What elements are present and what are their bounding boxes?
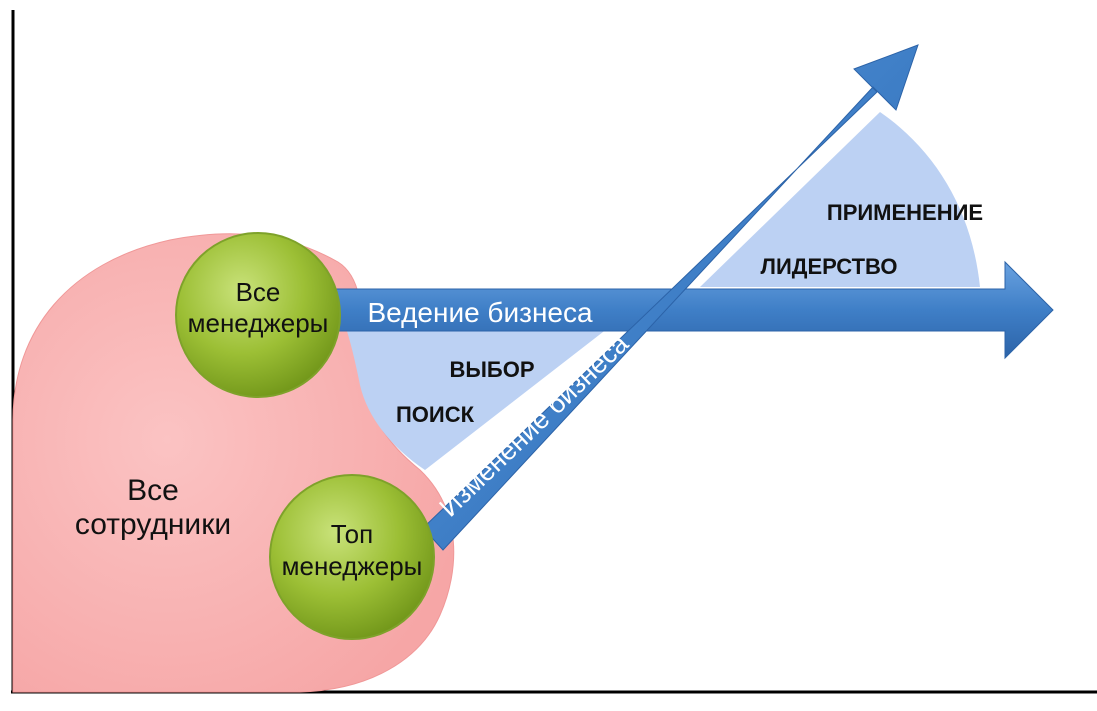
stage-search-label: ПОИСК (396, 402, 475, 427)
search-choice-wedge (345, 325, 612, 470)
stage-choice-label: ВЫБОР (449, 357, 534, 382)
all-managers-circle (175, 232, 341, 398)
business-change-arrow (422, 44, 919, 551)
top-managers-label-line2: менеджеры (282, 551, 423, 581)
all-managers-label-line2: менеджеры (188, 308, 329, 338)
top-managers-circle (269, 474, 435, 640)
business-operation-label: Ведение бизнеса (367, 297, 593, 328)
all-managers-label-line1: Все (236, 277, 281, 307)
stage-application-label: ПРИМЕНЕНИЕ (827, 200, 983, 225)
employees-label-line1: Все (127, 474, 179, 507)
stage-leadership-label: ЛИДЕРСТВО (761, 254, 898, 279)
top-managers-label-line1: Топ (331, 519, 373, 549)
leadership-application-wedge (700, 112, 980, 287)
employees-label-line2: сотрудники (75, 508, 231, 541)
business-operation-arrow (329, 260, 1054, 360)
